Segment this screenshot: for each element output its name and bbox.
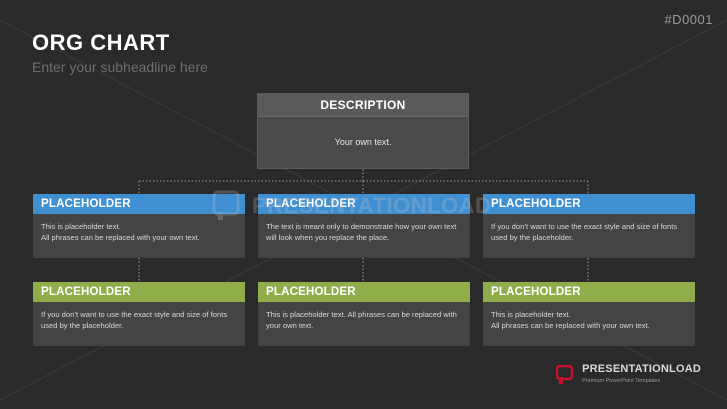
description-heading: DESCRIPTION xyxy=(258,94,468,117)
card-text: This is placeholder text. All phrases ca… xyxy=(491,310,650,330)
page-title: ORG CHART xyxy=(32,30,170,55)
card-text: This is placeholder text. All phrases ca… xyxy=(41,222,200,242)
card-row2-left[interactable]: PLACEHOLDER If you don’t want to use the… xyxy=(33,282,245,346)
card-row1-right[interactable]: PLACEHOLDER If you don’t want to use the… xyxy=(483,194,695,258)
presentationload-logo: PRESENTATIONLOAD Premium PowerPoint Temp… xyxy=(556,363,701,387)
description-box[interactable]: DESCRIPTION Your own text. xyxy=(257,93,469,169)
card-row2-right[interactable]: PLACEHOLDER This is placeholder text. Al… xyxy=(483,282,695,346)
card-heading: PLACEHOLDER xyxy=(33,194,245,214)
card-heading: PLACEHOLDER xyxy=(258,282,470,302)
card-text: If you don’t want to use the exact style… xyxy=(41,310,228,330)
brand-watermark: PRESENTATIONLOAD xyxy=(212,190,491,222)
card-row2-center[interactable]: PLACEHOLDER This is placeholder text. Al… xyxy=(258,282,470,346)
card-heading: PLACEHOLDER xyxy=(33,282,245,302)
card-text: The text is meant only to demonstrate ho… xyxy=(266,222,457,242)
description-text: Your own text. xyxy=(334,137,392,147)
card-heading: PLACEHOLDER xyxy=(258,194,470,214)
card-heading: PLACEHOLDER xyxy=(483,194,695,214)
card-heading: PLACEHOLDER xyxy=(483,282,695,302)
watermark-text: PRESENTATIONLOAD xyxy=(252,193,492,218)
slide-id: #D0001 xyxy=(664,12,713,27)
logo-tagline: Premium PowerPoint Templates xyxy=(582,378,661,384)
card-text: This is placeholder text. All phrases ca… xyxy=(266,310,457,330)
logo-name: PRESENTATIONLOAD xyxy=(582,363,701,375)
presentationload-logo-icon xyxy=(556,365,574,384)
card-row1-center[interactable]: PLACEHOLDER The text is meant only to de… xyxy=(258,194,470,258)
card-row1-left[interactable]: PLACEHOLDER This is placeholder text. Al… xyxy=(33,194,245,258)
presentationload-watermark-icon xyxy=(212,190,240,220)
page-subtitle: Enter your subheadline here xyxy=(32,59,208,75)
card-text: If you don’t want to use the exact style… xyxy=(491,222,678,242)
